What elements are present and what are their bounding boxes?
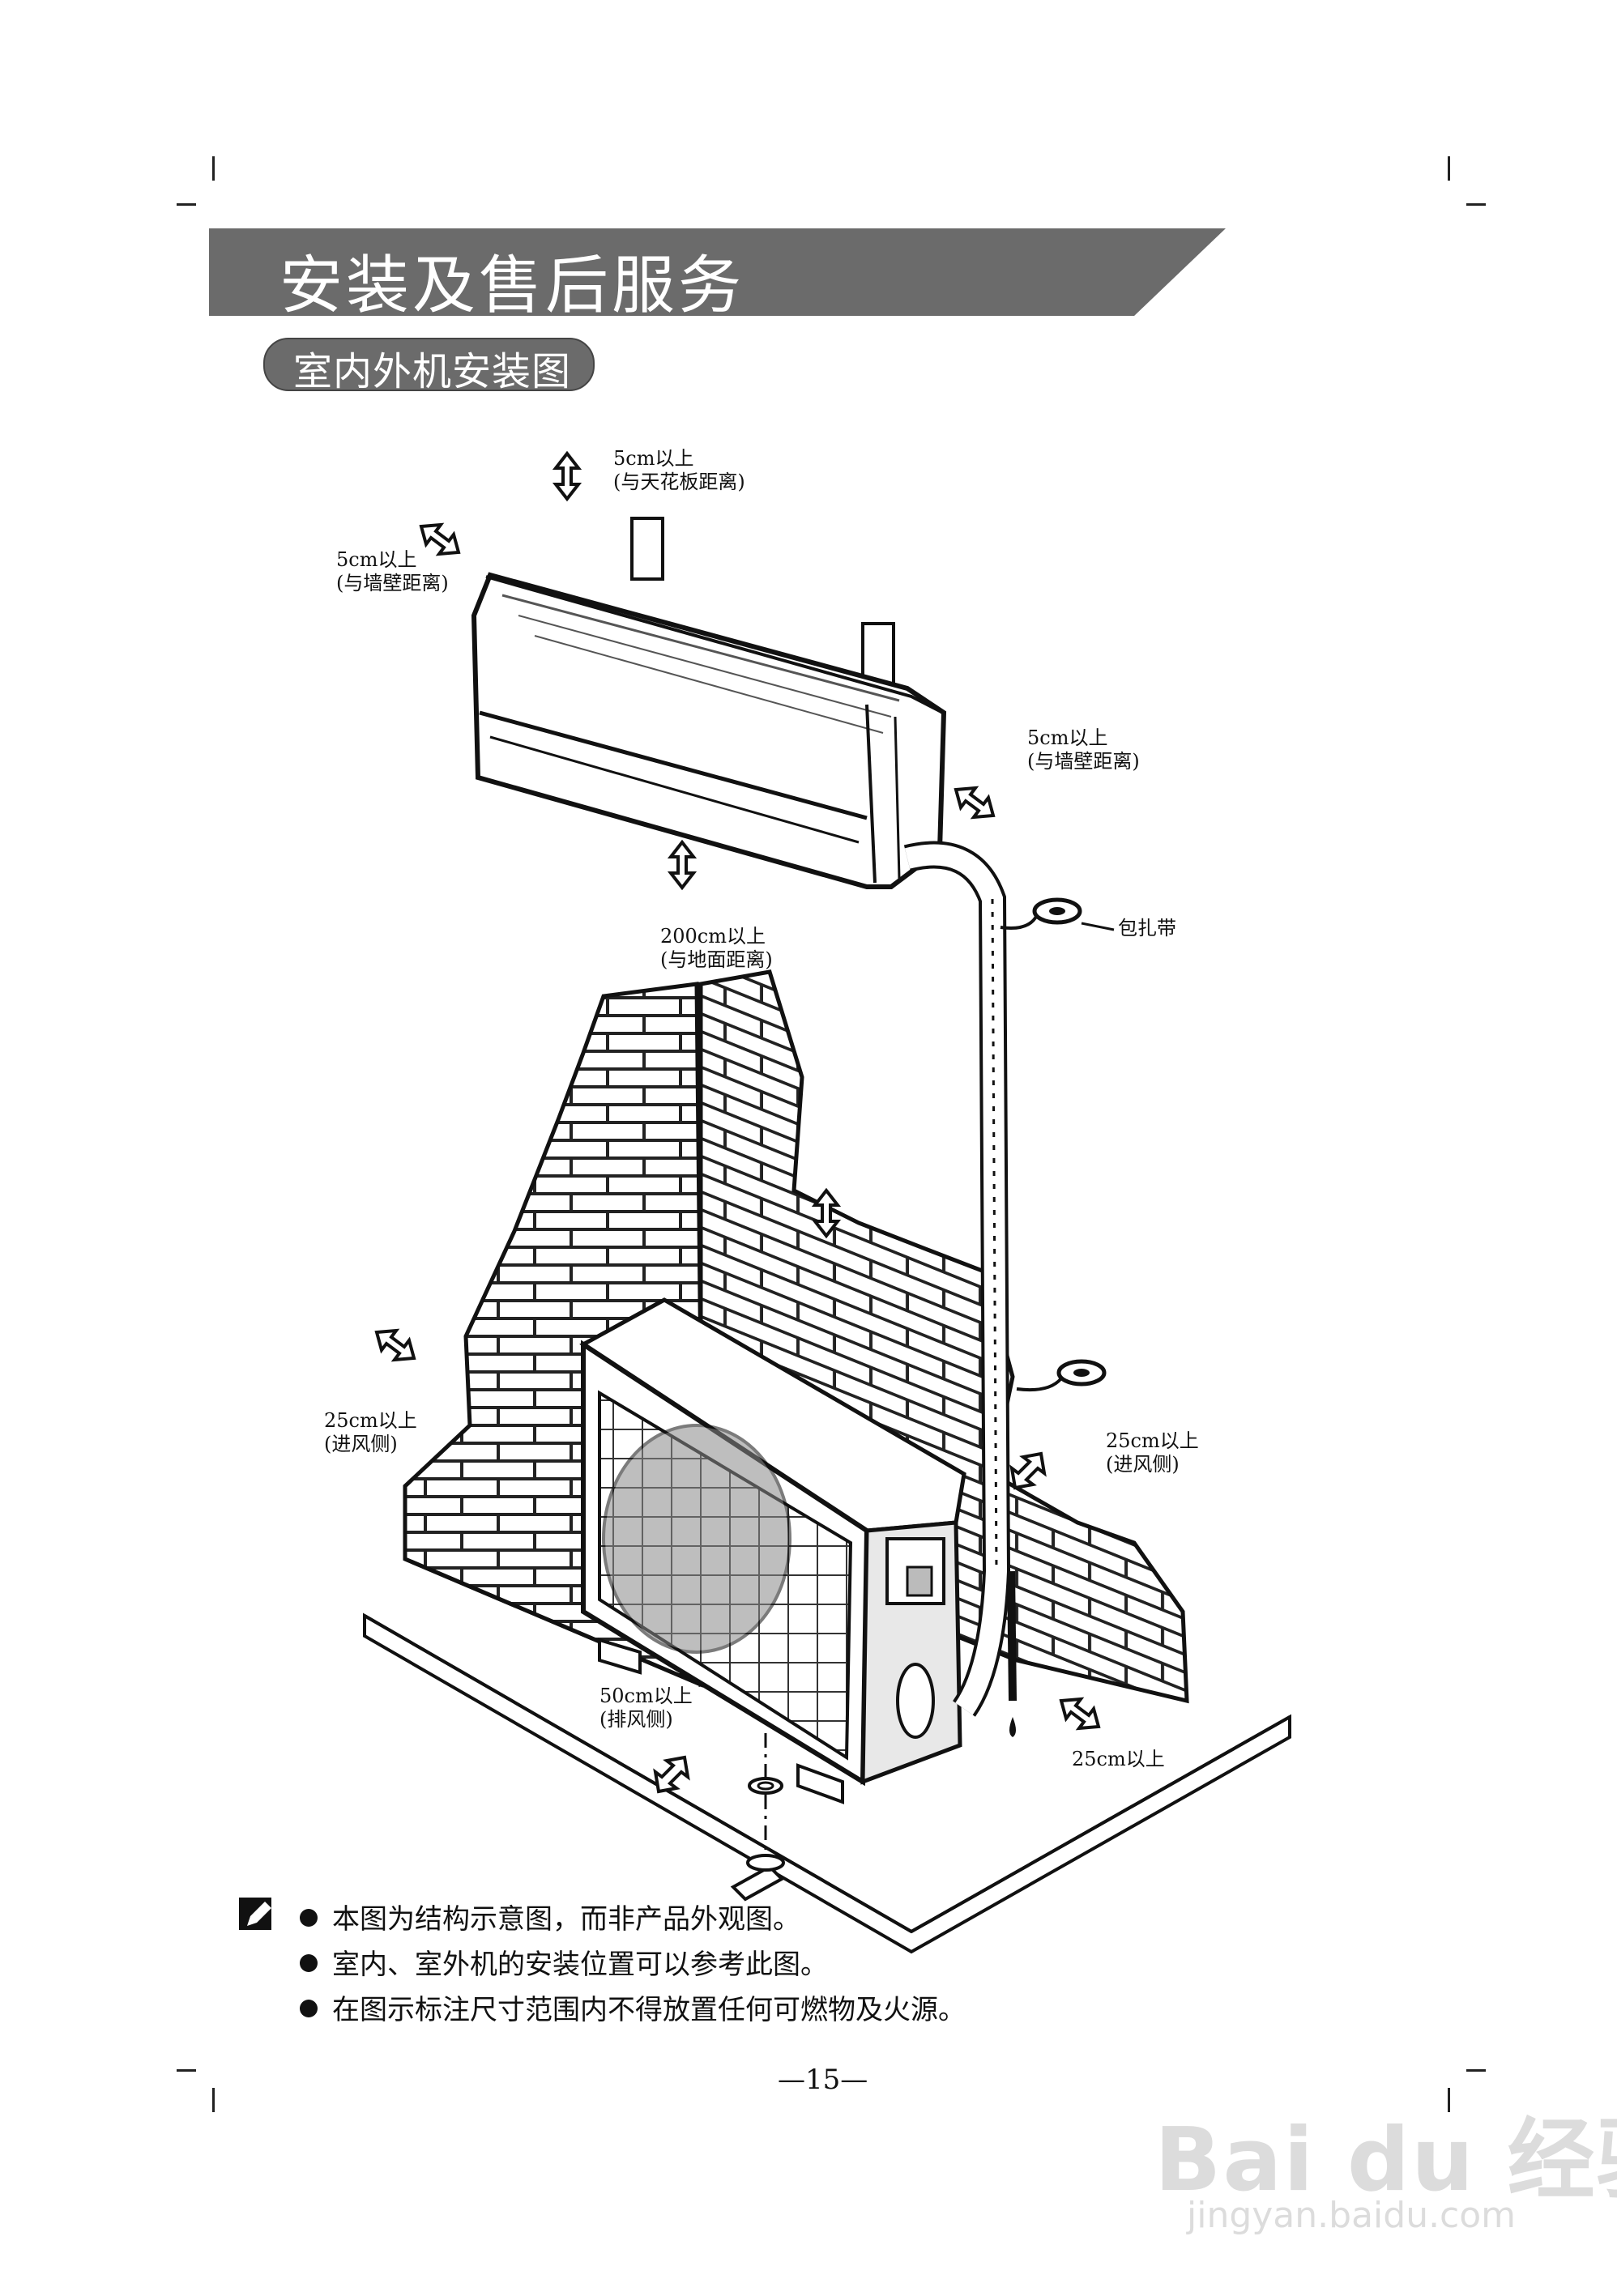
section-header-band <box>209 228 1226 316</box>
wall-right-clearance-label: 5cm以上 (与墙壁距离) <box>1027 726 1140 773</box>
crop-mark-br-v <box>1448 2088 1450 2112</box>
note-icon-shape <box>239 1898 271 1930</box>
crop-mark-bl-h <box>177 2069 196 2072</box>
drain-fitting <box>730 1733 785 1902</box>
note-item: 室内、室外机的安装位置可以参考此图。 <box>300 1942 828 1982</box>
exhaust-note: (排风侧) <box>599 1708 673 1731</box>
indoor-unit <box>471 517 947 889</box>
intake-left-clearance-label: 25cm以上 (进风侧) <box>324 1409 417 1456</box>
crop-mark-tl-h <box>177 203 196 206</box>
wrap-tape-label: 包扎带 <box>1118 917 1176 939</box>
page-number: —15— <box>778 2064 868 2096</box>
note-item: 在图示标注尺寸范围内不得放置任何可燃物及火源。 <box>300 1987 966 2027</box>
watermark-url: jingyan.baidu.com <box>1187 2195 1517 2236</box>
watermark-brand: Bai du 经验 <box>1154 2110 1617 2211</box>
exhaust-distance: 50cm以上 <box>599 1685 693 1707</box>
ceiling-note: (与天花板距离) <box>613 471 745 493</box>
bullet-icon <box>300 1909 318 1927</box>
outdoor-unit <box>579 1297 966 1804</box>
wall-right-distance: 5cm以上 <box>1027 726 1108 749</box>
subsection-pill <box>263 338 595 391</box>
note-item: 本图为结构示意图，而非产品外观图。 <box>300 1897 800 1936</box>
note-text: 室内、室外机的安装位置可以参考此图。 <box>332 1949 828 1981</box>
crop-mark-br-h <box>1466 2069 1486 2072</box>
bullet-icon <box>300 2000 318 2017</box>
wall-right-note: (与墙壁距离) <box>1027 750 1140 773</box>
wall-left-distance: 5cm以上 <box>336 548 417 571</box>
section-title: 安装及售后服务 <box>279 249 745 322</box>
intake-left-distance: 25cm以上 <box>324 1409 417 1432</box>
intake-right-note: (进风侧) <box>1106 1453 1180 1476</box>
ceiling-distance: 5cm以上 <box>613 447 694 470</box>
pipe-bundle <box>903 841 1017 1737</box>
crop-mark-tr-h <box>1466 203 1486 206</box>
ground-slab <box>363 1612 1291 1954</box>
tape-roll-bottom <box>1016 1359 1107 1392</box>
crop-mark-tl-v <box>212 156 215 181</box>
ground-distance: 200cm以上 <box>660 925 766 948</box>
intake-left-note: (进风侧) <box>324 1433 398 1455</box>
tape-roll-top <box>1000 897 1115 931</box>
ground-clearance-label: 200cm以上 (与地面距离) <box>660 925 773 972</box>
note-text: 在图示标注尺寸范围内不得放置任何可燃物及火源。 <box>332 1994 966 2026</box>
side-clearance-label: 25cm以上 <box>1072 1748 1165 1770</box>
wall-left-clearance-label: 5cm以上 (与墙壁距离) <box>336 548 449 595</box>
ground-note: (与地面距离) <box>660 948 773 971</box>
note-text: 本图为结构示意图，而非产品外观图。 <box>332 1903 800 1936</box>
crop-mark-bl-v <box>212 2088 215 2112</box>
intake-right-clearance-label: 25cm以上 (进风侧) <box>1106 1429 1199 1476</box>
exhaust-clearance-label: 50cm以上 (排风侧) <box>599 1685 693 1732</box>
crop-mark-tr-v <box>1448 156 1450 181</box>
intake-right-distance: 25cm以上 <box>1106 1429 1199 1452</box>
ceiling-clearance-label: 5cm以上 (与天花板距离) <box>613 447 745 494</box>
wall-left-note: (与墙壁距离) <box>336 572 449 594</box>
subsection-title: 室内外机安装图 <box>293 349 572 394</box>
bullet-icon <box>300 1954 318 1972</box>
clearance-arrows <box>374 450 1101 1794</box>
